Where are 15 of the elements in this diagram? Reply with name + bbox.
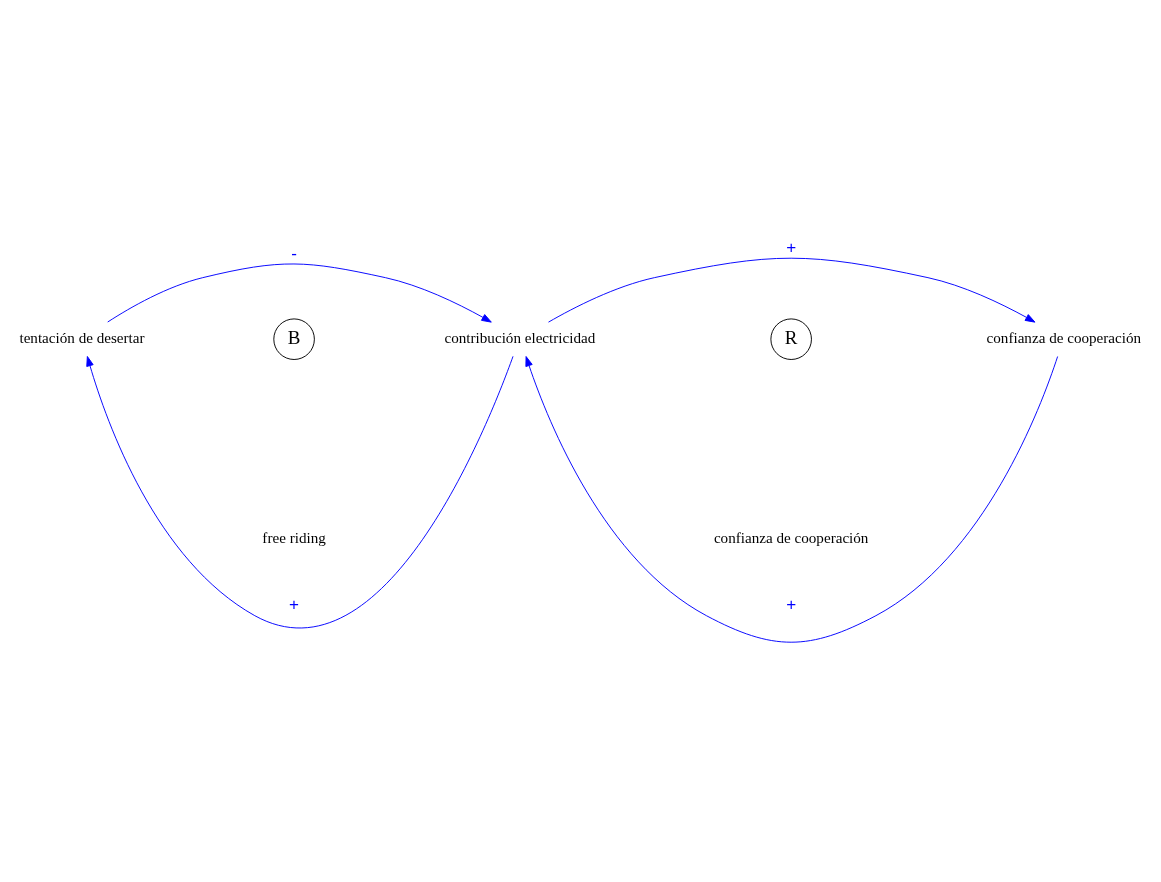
label: B bbox=[287, 326, 301, 348]
arrow bbox=[525, 356, 1059, 643]
label: R bbox=[784, 326, 798, 348]
edge-label: - bbox=[291, 244, 297, 264]
label: free riding bbox=[262, 529, 326, 546]
edge-label: + bbox=[786, 595, 797, 615]
node-text: contribución electricidad bbox=[444, 329, 596, 346]
label: confianza de cooperación bbox=[713, 529, 869, 546]
node-text: tentación de desertar bbox=[19, 329, 145, 346]
edge-label: + bbox=[289, 595, 300, 615]
arrow bbox=[86, 355, 514, 628]
edge-label: + bbox=[786, 238, 797, 258]
arrow bbox=[548, 257, 1036, 323]
arrow bbox=[107, 263, 492, 323]
node-text: confianza de cooperación bbox=[986, 329, 1142, 346]
